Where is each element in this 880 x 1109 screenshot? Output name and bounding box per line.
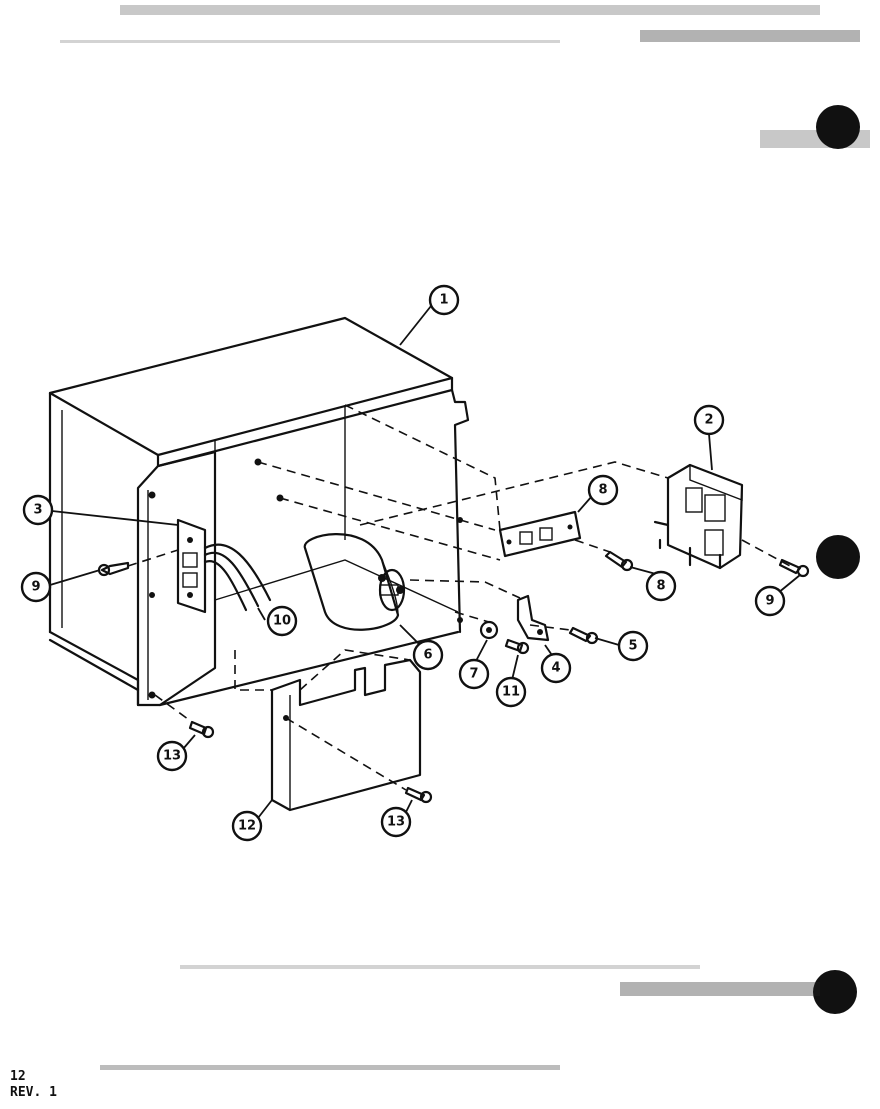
svg-text:12: 12	[238, 819, 256, 834]
callout-13-left: 13	[156, 740, 188, 772]
terminal-board	[498, 510, 582, 558]
svg-text:13: 13	[387, 815, 405, 830]
callout-13-right: 13	[380, 806, 412, 838]
callout-6: 6	[412, 639, 444, 671]
callout-9-left: 9	[20, 571, 52, 603]
svg-text:9: 9	[765, 594, 774, 609]
svg-text:6: 6	[423, 648, 432, 663]
callout-8-screw: 8	[645, 570, 677, 602]
svg-text:13: 13	[163, 749, 181, 764]
svg-text:3: 3	[33, 503, 42, 518]
callout-3: 3	[22, 494, 54, 526]
callout-8-board: 8	[587, 474, 619, 506]
bottom-cover-panel	[270, 658, 422, 812]
callout-1: 1	[428, 284, 460, 316]
svg-text:8: 8	[656, 579, 665, 594]
callout-11: 11	[495, 676, 527, 708]
callout-12: 12	[231, 810, 263, 842]
relay-contactor	[653, 463, 744, 570]
mounting-bracket	[516, 594, 550, 642]
callout-4: 4	[540, 652, 572, 684]
callout-leaders	[49, 305, 801, 819]
svg-text:10: 10	[273, 614, 291, 629]
callout-10: 10	[266, 605, 298, 637]
callout-2: 2	[693, 404, 725, 436]
svg-text:7: 7	[469, 667, 478, 682]
page-number: 12	[10, 1069, 26, 1084]
scan-artifacts	[60, 5, 870, 1070]
svg-text:9: 9	[31, 580, 40, 595]
revision-label: REV. 1	[10, 1085, 57, 1100]
callout-9-right: 9	[754, 585, 786, 617]
svg-text:2: 2	[704, 413, 713, 428]
lock-washer	[479, 620, 499, 640]
callout-7: 7	[458, 658, 490, 690]
svg-text:8: 8	[598, 483, 607, 498]
svg-text:11: 11	[502, 685, 520, 700]
svg-text:1: 1	[439, 293, 448, 308]
assembly-guide-lines	[127, 404, 791, 791]
callout-5: 5	[617, 630, 649, 662]
svg-text:4: 4	[551, 661, 560, 676]
housing-cabinet	[48, 316, 470, 707]
svg-text:5: 5	[628, 639, 637, 654]
